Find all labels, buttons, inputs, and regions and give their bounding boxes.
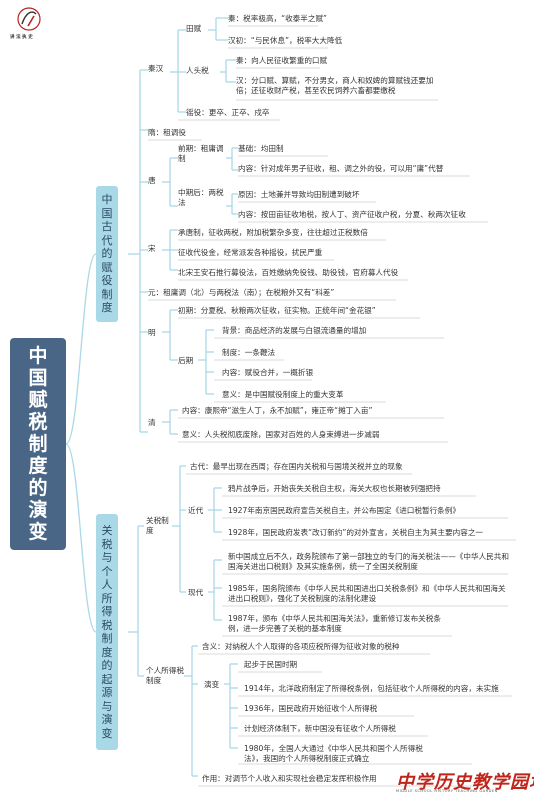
node-tang-early-basis: 基础：均田制 — [238, 144, 284, 153]
node-ming-early: 初期：分夏税、秋粮两次征收，征实物。正统年间“金花银” — [178, 306, 376, 315]
node-song: 宋 — [148, 244, 156, 253]
node-song-1: 承唐制，征收两税，附加税繁杂多变，往往超过正税数倍 — [178, 228, 368, 237]
node-tianfu-han: 汉初：“与民休息”，税率大大降低 — [228, 36, 343, 45]
node-tang-early-content: 内容：针对成年男子征收，租、调之外的役，可以用“庸”代替 — [238, 164, 444, 173]
node-tianfu-qin: 秦：税率极高，“收泰半之赋” — [228, 14, 327, 23]
node-ming: 明 — [148, 328, 156, 337]
watermark-subtitle: MIDDLE SCHOOL HISTORY TEACHING GARDEN — [396, 789, 498, 793]
node-tang: 唐 — [148, 176, 156, 185]
node-tariff-ancient: 古代：最早出现在西周；存在国内关税和与国境关税并立的现象 — [190, 462, 403, 471]
node-tariff-modern-1: 鸦片战争后，开始丧失关税自主权，海关大权也长期被列强把持 — [228, 484, 441, 493]
node-qinhan: 秦汉 — [148, 64, 164, 73]
node-ming-system: 制度：一条鞭法 — [222, 348, 276, 357]
node-income-role: 作用：对调节个人收入和实现社会稳定发挥积极作用 — [202, 774, 377, 783]
node-ming-meaning: 意义：是中国赋役制度上的重大变革 — [222, 390, 344, 399]
node-sui: 隋：租调役 — [148, 128, 186, 137]
node-rentou-qin: 秦：向人民征收繁重的口赋 — [236, 56, 328, 65]
node-qing: 清 — [148, 418, 156, 427]
node-ming-bg: 背景：商品经济的发展与白银流通量的增加 — [222, 326, 367, 335]
node-rentou: 人头税 — [186, 66, 209, 75]
node-ming-content: 内容：赋役合并，一概折银 — [222, 368, 314, 377]
node-song-3: 北宋王安石推行募役法，百姓缴纳免役钱、助役钱，官府募人代役 — [178, 268, 399, 277]
node-rentou-han: 汉：分口赋、算赋，不分男女，商人和奴婢的算赋钱还要加倍；还征收财产税，甚至农民饲… — [236, 76, 434, 95]
node-tariff-modern-3: 1928年，国民政府发表“改订新约”的对外宣言，关税自主为其主要内容之一 — [228, 528, 484, 537]
node-yuan: 元：租庸调（北）与两税法（南）；在税粮外又有“科差” — [148, 288, 335, 297]
node-tianfu: 田赋 — [186, 24, 202, 33]
node-income-evo-2: 1914年，北洋政府制定了所得税条例，包括征收个人所得税的内容，未实施 — [244, 684, 499, 693]
node-ming-late: 后期 — [178, 356, 194, 365]
node-tariff-current-3: 1987年，颁布《中华人民共和国海关法》，重新修订发布关税条例，进一步完善了关税… — [228, 614, 441, 633]
node-qing-meaning: 意义：人头税彻底废除，国家对百姓的人身束缚进一步减弱 — [182, 430, 380, 439]
node-tang-late-content: 内容：按田亩征收地税，按人丁、资产征收户税，分夏、秋两次征收 — [238, 210, 466, 219]
node-tariff-current-1: 新中国成立后不久，政务院颁布了第一部独立的专门的海关税法——《中华人民共和国海关… — [228, 552, 509, 571]
node-qing-content: 内容：康熙帝“滋生人丁，永不加赋”，雍正帝“摊丁入亩” — [182, 406, 373, 415]
node-tariff-current: 现代 — [188, 588, 204, 597]
node-yaoyi: 徭役：更卒、正卒、戍卒 — [186, 108, 270, 117]
node-tariff-current-2: 1985年，国务院颁布《中华人民共和国进出口关税条例》和《中华人民共和国海关进出… — [228, 584, 506, 603]
logo-caption: 讲 法 执 史 — [10, 35, 33, 40]
branch-tariff-income-tax: 关税与个人所得税制度的起源与演变 — [96, 514, 118, 750]
node-income-evo: 演变 — [204, 680, 220, 689]
node-income-evo-5: 1980年，全国人大通过《中华人民共和国个人所得税法》，我国的个人所得税制度正式… — [244, 744, 423, 763]
node-income-meaning: 含义：对纳税人个人取得的各项应税所得为征收对象的税种 — [202, 642, 400, 651]
node-income-evo-3: 1936年，国民政府开始征收个人所得税 — [244, 704, 378, 713]
watermark-title: 中学历史教学园地 — [396, 772, 534, 793]
branch-ancient-tax: 中国古代的赋役制度 — [96, 186, 118, 322]
node-tang-late-reason: 原因：土地兼并导致均田制遭到破坏 — [238, 190, 360, 199]
node-tang-early: 前期：租庸调制 — [178, 144, 224, 163]
node-tang-late: 中期后：两税法 — [178, 188, 224, 207]
root-topic: 中国赋税制度的演变 — [10, 338, 66, 550]
node-tariff-modern: 近代 — [188, 506, 204, 515]
logo-emblem — [17, 7, 41, 31]
node-song-2: 征收代役金，经常派发各种摇役，扰民严重 — [178, 248, 323, 257]
node-tariff-modern-2: 1927年南京国民政府宣告关税自主，并公布国定《进口税暂行条例》 — [228, 506, 460, 515]
node-income-evo-1: 起步于民国时期 — [244, 660, 298, 669]
node-income-evo-4: 计划经济体制下，新中国没有征收个人所得税 — [244, 724, 396, 733]
node-tariff: 关税制度 — [146, 516, 169, 535]
node-income: 个人所得税制度 — [146, 666, 184, 685]
